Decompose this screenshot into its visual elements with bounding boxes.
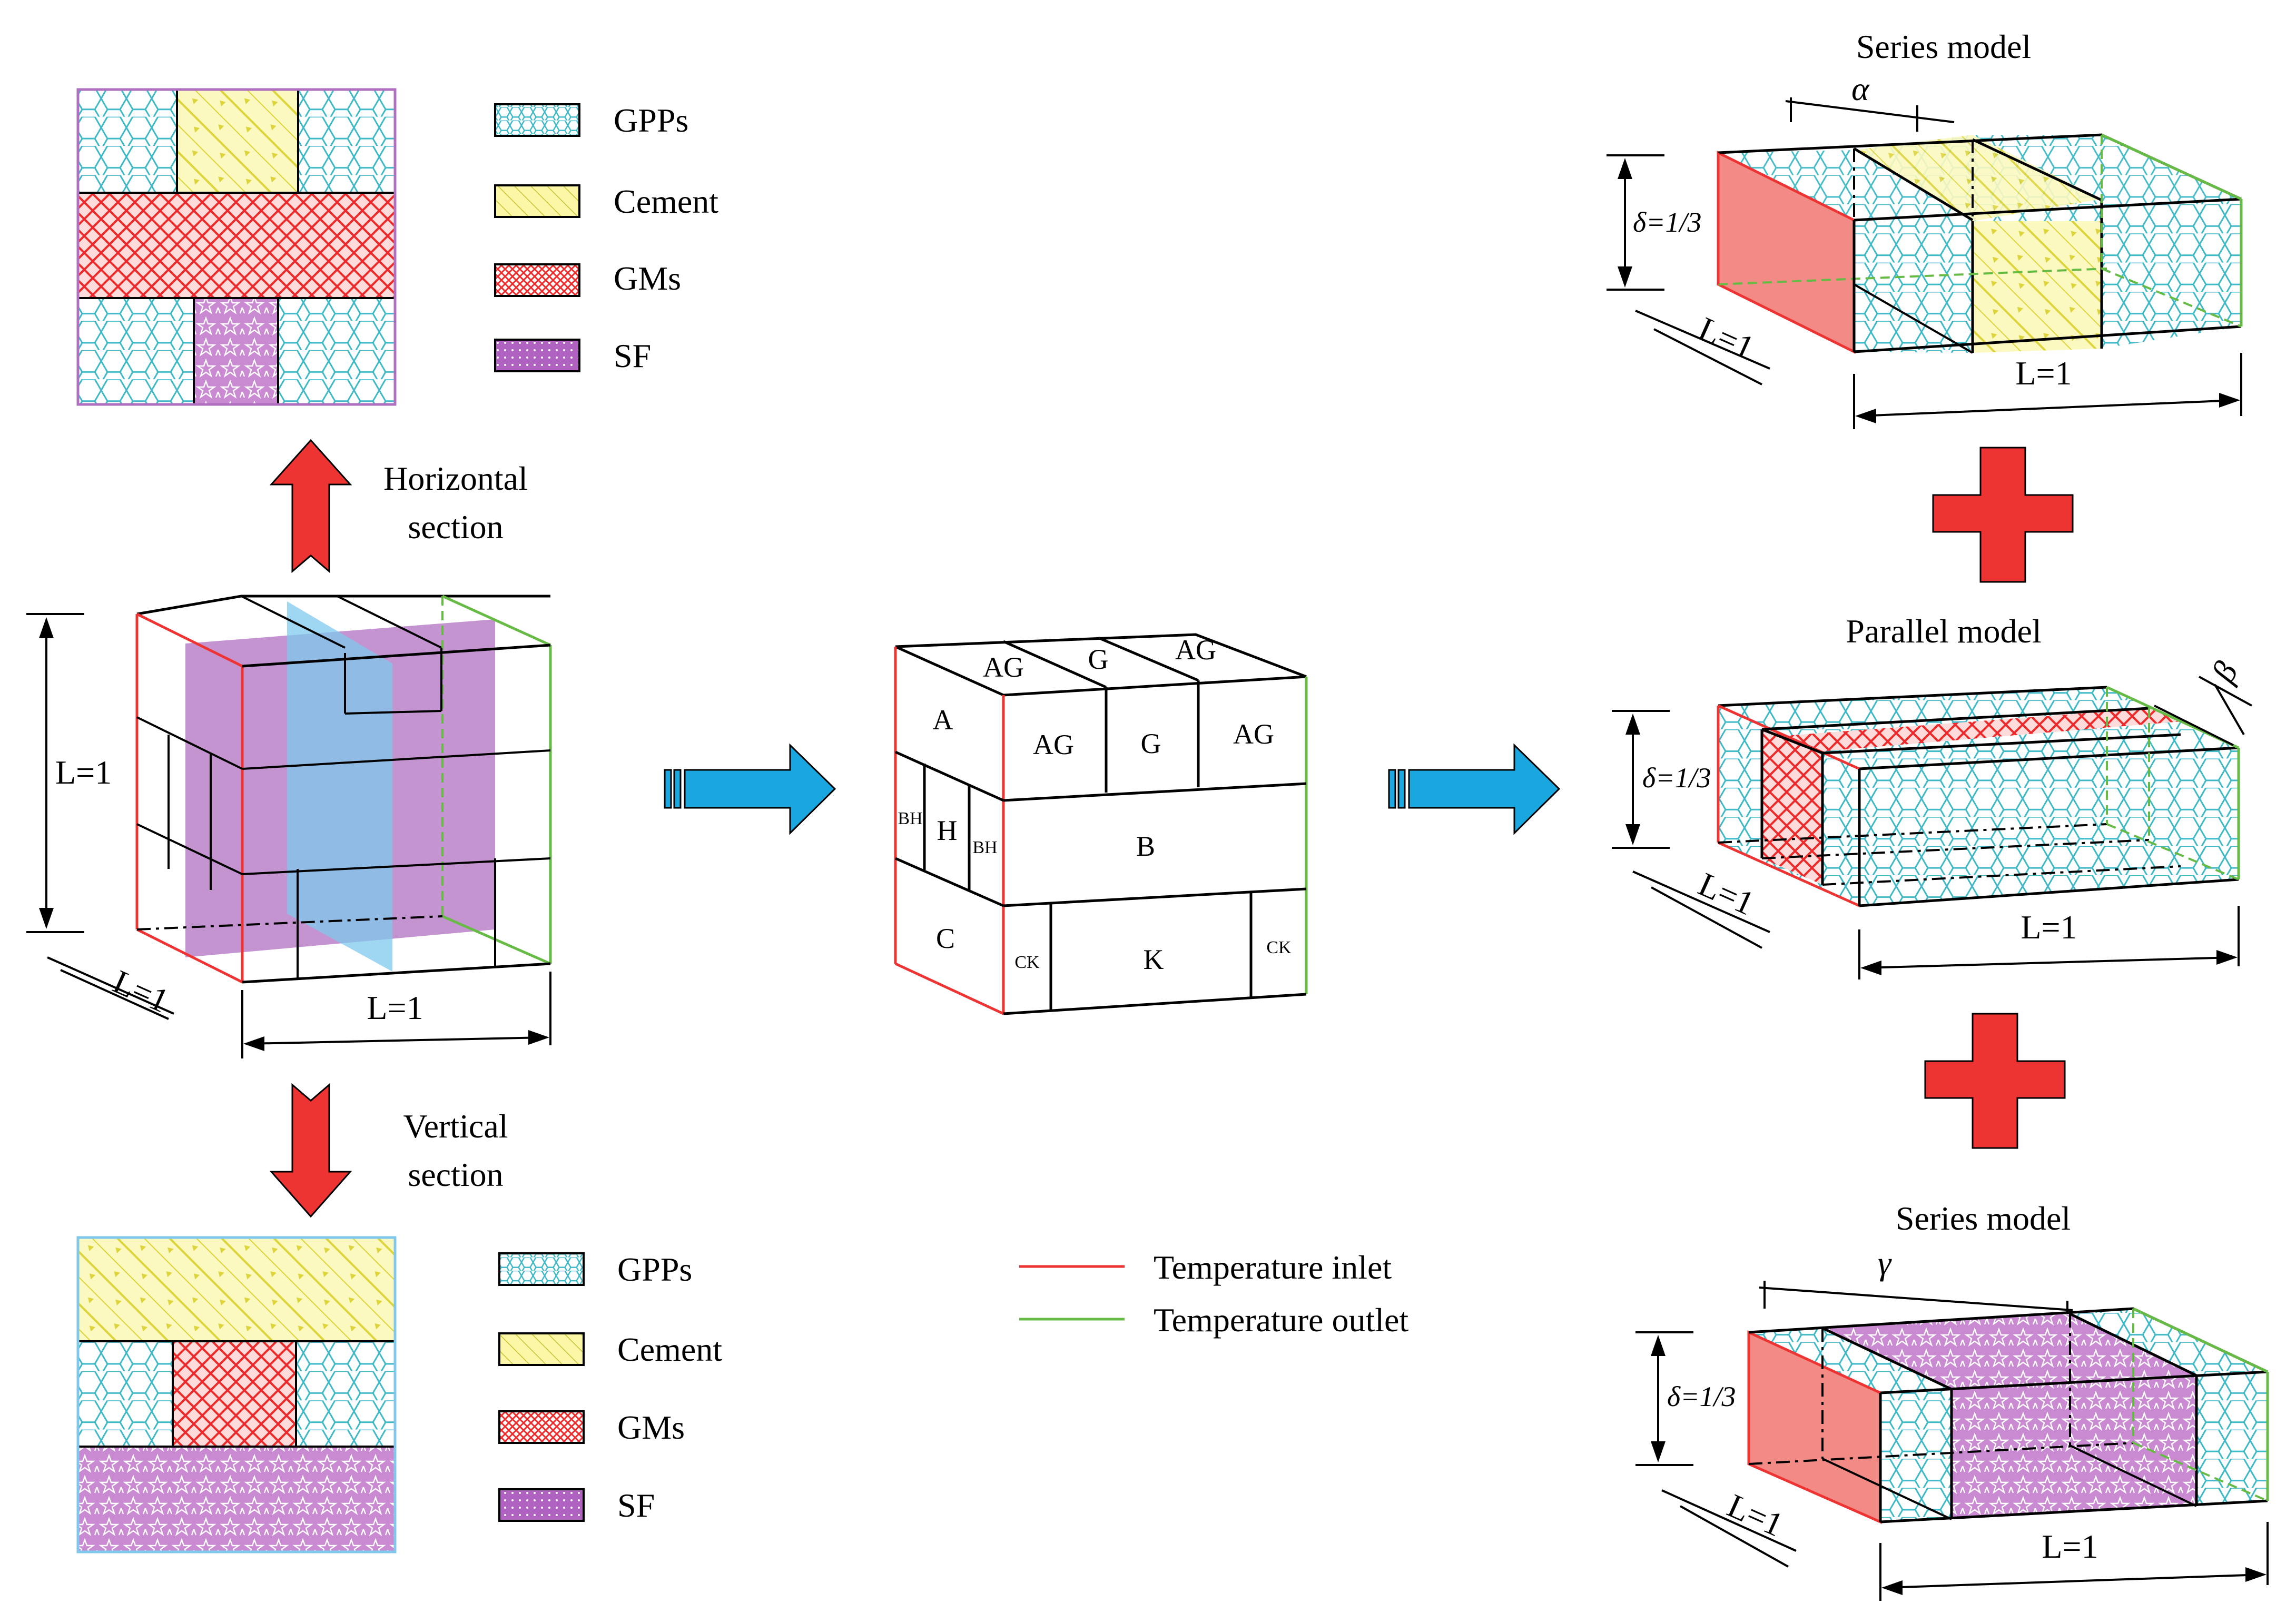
block-left-bh-2: BH	[972, 838, 997, 857]
series-top-alpha: α	[1851, 70, 1870, 107]
legend-top: GPPs Cement GMs SF	[494, 102, 718, 374]
legend-bottom-item-gpps: GPPs	[498, 1251, 692, 1288]
legend-bottom-item-sf: SF	[498, 1487, 655, 1524]
legend-top-item-gms: GMs	[494, 260, 681, 297]
block-top-ag-2: AG	[1175, 634, 1216, 666]
horizontal-section-label-1: Horizontal	[383, 460, 528, 497]
parallel-model: Parallel model β	[1612, 612, 2252, 979]
vertical-section-label-1: Vertical	[403, 1107, 508, 1145]
block-bottom-k: K	[1144, 944, 1164, 975]
section-cube	[135, 595, 552, 984]
block-left-c: C	[936, 923, 955, 954]
series-top-length: L=1	[2015, 354, 2072, 392]
legend-bottom-item-cement: Cement	[498, 1331, 722, 1368]
series-top-delta: δ=1/3	[1633, 206, 1702, 238]
block-left-bh-1: BH	[898, 809, 922, 828]
temperature-outlet-label: Temperature outlet	[1154, 1301, 1408, 1339]
hs-gpps-1	[78, 90, 177, 193]
legend-top-label-sf: SF	[614, 337, 651, 374]
temperature-inlet-label: Temperature inlet	[1154, 1249, 1392, 1286]
block-top-ag-1: AG	[983, 651, 1024, 683]
legend-bottom-label-sf: SF	[617, 1487, 655, 1524]
vs-cement	[78, 1238, 395, 1341]
vs-gpps-2	[296, 1341, 395, 1447]
hs-cement	[177, 90, 298, 193]
block-front-b: B	[1136, 830, 1155, 862]
series-bottom-title: Series model	[1896, 1200, 2071, 1237]
hs-sf	[194, 298, 278, 404]
parallel-depth: L=1	[1693, 865, 1760, 922]
arrow-down-icon	[269, 1083, 352, 1218]
arrow-right-icon-1	[664, 743, 836, 835]
block-front-ag-2: AG	[1233, 718, 1274, 750]
vs-gpps-1	[78, 1341, 173, 1447]
plus-icon-2	[1924, 1013, 2066, 1149]
vertical-plane	[287, 601, 392, 972]
horizontal-section-panel	[76, 88, 397, 406]
block-bottom-ck-1: CK	[1014, 953, 1040, 972]
legend-top-item-gpps: GPPs	[494, 102, 688, 139]
hs-gms	[78, 193, 395, 298]
block-bottom-ck-2: CK	[1266, 938, 1292, 957]
legend-top-item-sf: SF	[494, 337, 651, 374]
series-bottom-gamma: γ	[1878, 1244, 1892, 1282]
block-top-g: G	[1088, 644, 1109, 675]
series-bottom-length: L=1	[2042, 1528, 2098, 1565]
arrow-up-icon	[269, 439, 352, 573]
parallel-delta: δ=1/3	[1642, 762, 1711, 794]
vs-sf	[78, 1447, 395, 1552]
legend-bottom-item-gms: GMs	[498, 1409, 685, 1446]
legend-top-label-cement: Cement	[614, 183, 718, 220]
hs-gpps-4	[278, 298, 395, 404]
vertical-section-label-2: section	[408, 1156, 503, 1193]
legend-top-item-cement: Cement	[494, 183, 718, 220]
series-model-bottom: Series model γ δ=1/3	[1635, 1200, 2269, 1601]
parallel-length: L=1	[2021, 908, 2077, 946]
block-left-h: H	[937, 815, 958, 846]
parallel-title: Parallel model	[1846, 612, 2041, 650]
legend-bottom-label-gpps: GPPs	[617, 1251, 692, 1288]
cube-height-label: L=1	[55, 754, 112, 791]
block-front-ag-1: AG	[1033, 729, 1074, 760]
legend-bottom: GPPs Cement GMs SF	[498, 1251, 722, 1524]
cube-width-label: L=1	[367, 989, 423, 1026]
block-model: AG G AG AG G AG A H C BH BH B CK K CK	[894, 633, 1308, 1015]
vs-gms	[173, 1341, 296, 1447]
series-bottom-delta: δ=1/3	[1667, 1381, 1736, 1412]
arrow-right-icon-2	[1388, 743, 1561, 835]
horizontal-section-label-2: section	[408, 508, 503, 546]
series-model-top: Series model α δ=1/3	[1607, 28, 2243, 429]
temperature-legend: Temperature inlet Temperature outlet	[1019, 1249, 1408, 1339]
vertical-section-panel	[76, 1236, 397, 1553]
block-front-g: G	[1141, 728, 1161, 759]
parallel-beta: β	[2204, 656, 2245, 689]
legend-top-label-gms: GMs	[614, 260, 681, 297]
legend-top-label-gpps: GPPs	[614, 102, 688, 139]
series-top-title: Series model	[1856, 28, 2031, 65]
plus-icon-1	[1932, 447, 2074, 583]
block-left-a: A	[933, 704, 953, 736]
legend-bottom-label-gms: GMs	[617, 1409, 685, 1446]
hs-gpps-3	[78, 298, 194, 404]
hs-gpps-2	[298, 90, 395, 193]
cube-depth-label: L=1	[107, 963, 174, 1020]
series-top-depth: L=1	[1693, 310, 1760, 367]
legend-bottom-label-cement: Cement	[617, 1331, 722, 1368]
